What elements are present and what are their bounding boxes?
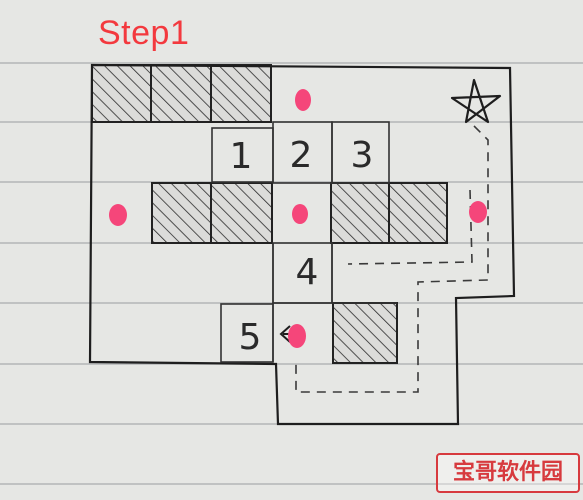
- wall-block: [150, 64, 212, 123]
- wall-block: [210, 64, 272, 123]
- cell-number-5: 5: [238, 317, 262, 358]
- cell-number-2: 2: [289, 135, 313, 176]
- numbered-cells: [211, 121, 397, 363]
- pink-dot-icon: [295, 89, 311, 111]
- cell-number-1: 1: [229, 136, 253, 177]
- wall-block: [210, 182, 273, 244]
- step-title: Step1: [98, 14, 190, 52]
- wall-block: [91, 64, 152, 123]
- pink-dot-icon: [288, 324, 306, 348]
- wall-block: [151, 182, 212, 244]
- wall-block: [388, 182, 448, 244]
- star-icon: [450, 78, 502, 124]
- wall-blocks: [91, 64, 448, 364]
- ruled-lines: [0, 62, 583, 485]
- watermark-logo: 宝哥软件园: [436, 453, 580, 493]
- pink-dot-icon: [469, 201, 487, 223]
- pink-dot-icon: [292, 204, 308, 224]
- wall-block: [332, 302, 398, 364]
- maze-outline: [88, 63, 516, 426]
- pink-dots: [109, 89, 487, 348]
- cell-number-4: 4: [295, 252, 319, 293]
- cell-number-3: 3: [350, 135, 374, 176]
- pink-dot-icon: [109, 204, 127, 226]
- wall-block: [330, 182, 390, 244]
- cell-outline: [331, 121, 390, 184]
